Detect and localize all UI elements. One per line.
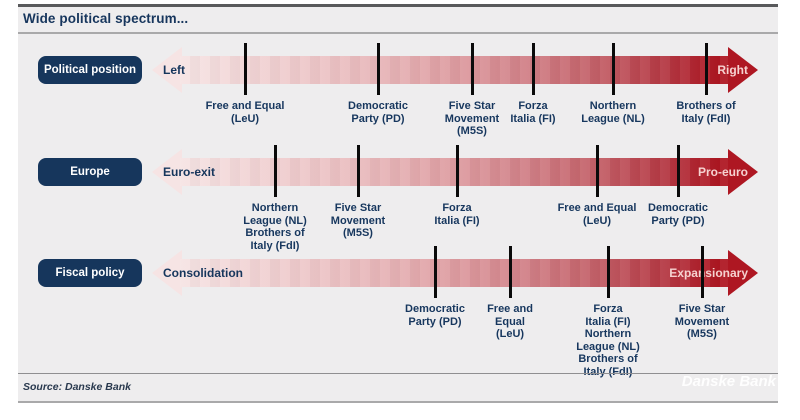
axis-right-label: Pro-euro	[697, 165, 748, 179]
tick-label-line: Italia (FI)	[434, 214, 480, 227]
tick-label-line: Five Star	[334, 202, 382, 214]
title-rule	[18, 32, 778, 34]
tick-label-line: Northern	[589, 100, 637, 112]
axis-left-label: Left	[163, 63, 185, 77]
tick-label-line: (LeU)	[230, 112, 260, 125]
tick-label-line: Free and	[487, 303, 533, 315]
tick-label-line: Party (PD)	[651, 214, 705, 227]
row-label-chip-political-position: Political position	[38, 56, 142, 84]
tick-label-line: Democratic	[648, 202, 708, 214]
tick-label-line: Forza	[442, 202, 472, 214]
tick-label-line: Movement	[330, 214, 386, 227]
tick-label-line: Forza	[593, 303, 623, 315]
bottom-rule	[18, 401, 778, 403]
axis-left-label: Euro-exit	[163, 165, 216, 179]
tick-label-line: Free and Equal	[557, 202, 637, 214]
tick-mark	[612, 43, 615, 95]
tick-mark	[677, 145, 680, 197]
tick-label-line: Italy (FdI)	[681, 112, 731, 125]
row-label-chip-europe: Europe	[38, 158, 142, 186]
tick-label-line: Democratic	[405, 303, 465, 315]
top-rule	[18, 4, 778, 7]
tick-label-line: (M5S)	[687, 328, 717, 340]
tick-mark	[596, 145, 599, 197]
tick-label-line: Five Star	[448, 100, 496, 112]
tick-label-line: League (NL)	[576, 340, 640, 353]
brand-watermark: Danske Bank	[681, 373, 776, 390]
tick-label-line: (M5S)	[343, 227, 373, 239]
tick-label-line: Equal	[495, 315, 525, 328]
tick-label: Free and Equal(LeU)	[539, 202, 655, 227]
tick-label-line: Northern	[584, 328, 632, 340]
tick-label: Free and Equal(LeU)	[187, 100, 303, 125]
tick-mark	[244, 43, 247, 95]
axis-left-label: Consolidation	[163, 266, 243, 280]
tick-mark	[357, 145, 360, 197]
tick-label-line: Forza	[518, 100, 548, 112]
arrow-gradient-bar	[180, 56, 729, 84]
tick-label-line: (LeU)	[582, 214, 612, 227]
tick-label-line: Brothers of	[578, 353, 638, 365]
tick-label-line: League (NL)	[243, 214, 307, 227]
tick-label-line: Party (PD)	[351, 112, 405, 125]
tick-label-line: (M5S)	[457, 125, 487, 137]
row-label-chip-fiscal-policy: Fiscal policy	[38, 259, 142, 287]
tick-label-line: Movement	[444, 112, 500, 125]
tick-label-line: Italy (FdI)	[250, 239, 300, 252]
tick-label-line: League (NL)	[581, 112, 645, 125]
tick-label-line: Five Star	[678, 303, 726, 315]
tick-label-line: Italy (FdI)	[583, 365, 633, 378]
tick-mark	[274, 145, 277, 197]
tick-label-line: Brothers of	[245, 227, 305, 239]
source-note: Source: Danske Bank	[23, 381, 131, 393]
tick-mark	[607, 246, 610, 298]
arrow-gradient-bar	[180, 158, 729, 186]
tick-label-line: Brothers of	[676, 100, 736, 112]
tick-mark	[509, 246, 512, 298]
tick-mark	[456, 145, 459, 197]
tick-mark	[701, 246, 704, 298]
tick-label-line: (LeU)	[495, 328, 525, 340]
tick-label-line: Northern	[251, 202, 299, 214]
tick-mark	[471, 43, 474, 95]
arrow-gradient-bar	[180, 259, 729, 287]
axis-right-label: Right	[717, 63, 748, 77]
tick-mark	[434, 246, 437, 298]
tick-label-line: Italia (FI)	[510, 112, 556, 125]
tick-label-line: Democratic	[348, 100, 408, 112]
figure-title: Wide political spectrum...	[23, 11, 189, 26]
tick-label-line: Movement	[674, 315, 730, 328]
source-rule	[18, 373, 778, 374]
tick-mark	[532, 43, 535, 95]
tick-label-line: Italia (FI)	[585, 315, 631, 328]
tick-mark	[705, 43, 708, 95]
axis-right-label: Expansionary	[669, 266, 748, 280]
tick-label-line: Free and Equal	[205, 100, 285, 112]
tick-label-line: Party (PD)	[408, 315, 462, 328]
tick-mark	[377, 43, 380, 95]
